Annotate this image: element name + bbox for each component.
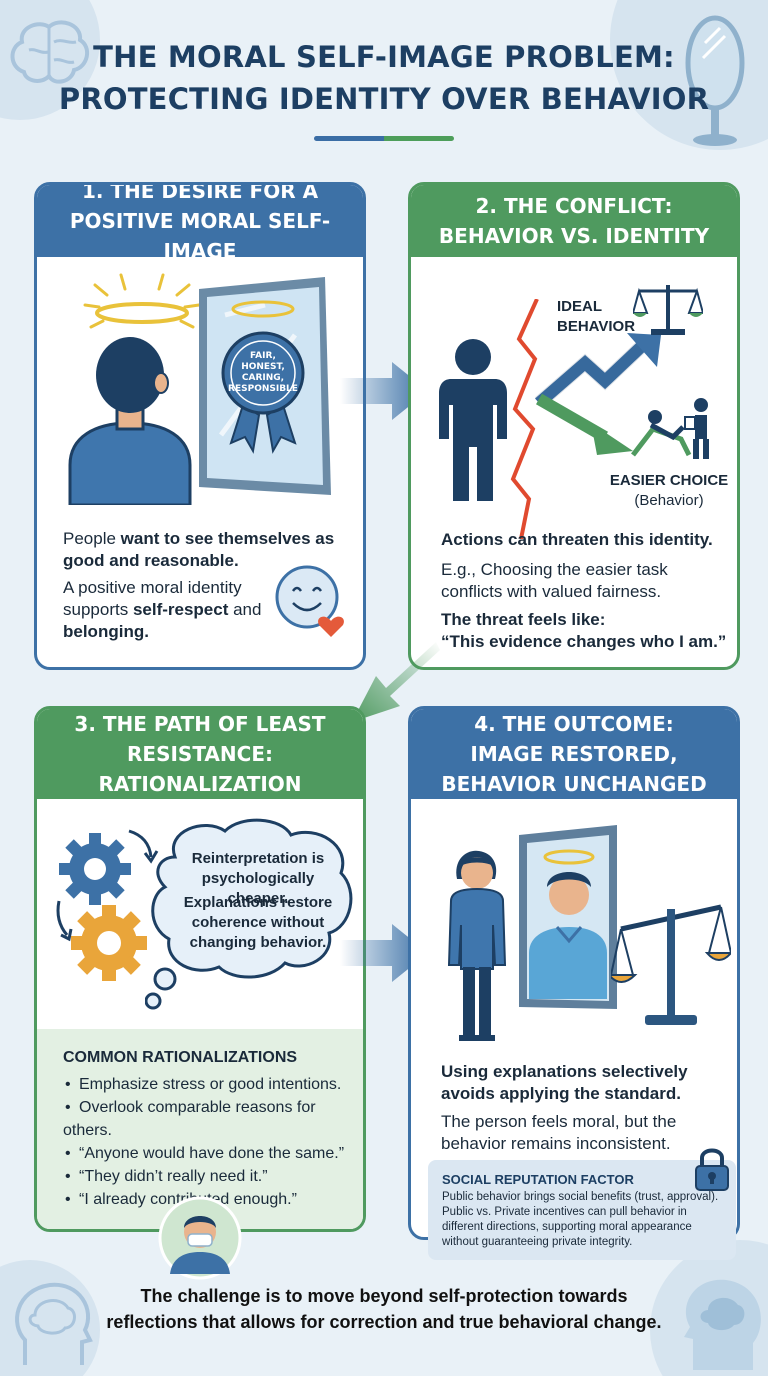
panel-outcome-heading-line2: IMAGE RESTORED, (470, 742, 678, 766)
ideal-behavior-arrow-icon (535, 333, 661, 409)
panel-conflict-heading: 2. THE CONFLICT: BEHAVIOR VS. IDENTITY (411, 185, 737, 257)
mirror-reflection-icon (519, 825, 617, 1009)
panel-desire-text-1a: People (63, 529, 121, 548)
social-reputation-text: Public behavior brings social benefits (… (442, 1191, 719, 1248)
panel-outcome-heading-line3: BEHAVIOR UNCHANGED (441, 772, 707, 796)
brain-icon (10, 20, 90, 84)
social-reputation-title: SOCIAL REPUTATION FACTOR (442, 1172, 634, 1187)
padlock-icon (695, 1148, 729, 1191)
panel-rationalization-heading-line3: RATIONALIZATION (98, 772, 302, 796)
panel-conflict-text-3-line2: “This evidence changes who I am.” (441, 632, 727, 651)
cloud-text-2: Explanations restore coherence without c… (183, 894, 333, 951)
gears-icon (56, 829, 159, 981)
list-item: Overlook comparable reasons for others. (63, 1096, 363, 1142)
panel-desire-text-2d: belonging. (63, 622, 149, 641)
head-brain-icon-right (684, 1279, 761, 1370)
footer-line1: The challenge is to move beyond self-pro… (140, 1286, 628, 1306)
standing-person-icon (447, 850, 507, 1041)
list-item: “Anyone would have done the same.” (63, 1142, 363, 1165)
panel-rationalization-heading-line2: RESISTANCE: (127, 742, 273, 766)
list-item: Emphasize stress or good intentions. (63, 1073, 363, 1096)
panel-desire-heading-line2: POSITIVE MORAL SELF-IMAGE (69, 209, 331, 263)
easier-choice-label: EASIER CHOICE (Behavior) (609, 471, 729, 511)
panel-desire-text-2c: and (228, 600, 262, 619)
panel-outcome-text-1: Using explanations selectively avoids ap… (441, 1062, 688, 1103)
head-brain-icon-left (15, 1282, 93, 1365)
rationalizations-list: Emphasize stress or good intentions. Ove… (63, 1073, 363, 1211)
badge-line-4: RESPONSIBLE (228, 384, 298, 394)
panel-desire-heading: 1. THE DESIRE FOR A POSITIVE MORAL SELF-… (37, 182, 363, 263)
ideal-behavior-label: IDEAL BEHAVIOR (557, 297, 635, 337)
badge-line-2: HONEST, (241, 362, 285, 372)
panel-rationalization-heading-line1: 3. THE PATH OF LEAST (74, 712, 326, 736)
list-item: “They didn’t really need it.” (63, 1165, 363, 1188)
hand-mirror-icon (685, 15, 745, 146)
arrow-panel2-to-panel3 (352, 642, 440, 722)
panel-conflict-heading-line2: BEHAVIOR VS. IDENTITY (438, 224, 710, 248)
halo-rays-icon (83, 273, 201, 329)
gold-balance-scale-icon (611, 904, 731, 1025)
easier-choice-label-line1: EASIER CHOICE (609, 472, 729, 489)
panel-conflict-heading-line1: 2. THE CONFLICT: (475, 194, 673, 218)
cloud-text-1: Reinterpretation is psychologically chea… (191, 850, 325, 907)
ideal-behavior-label-line2: BEHAVIOR (557, 318, 636, 335)
thought-cloud-icon (145, 818, 353, 1010)
panel-outcome-heading-line1: 4. THE OUTCOME: (474, 712, 674, 736)
badge-line-3: CARING, (241, 373, 285, 383)
social-reputation-box: SOCIAL REPUTATION FACTOR Public behavior… (428, 1160, 736, 1260)
panel-desire: 1. THE DESIRE FOR A POSITIVE MORAL SELF-… (34, 182, 366, 670)
page-title-line1: THE MORAL SELF-IMAGE PROBLEM: (93, 40, 675, 74)
panel-outcome-text-2: The person feels moral, but the behavior… (441, 1112, 677, 1153)
panel-rationalization-heading: 3. THE PATH OF LEAST RESISTANCE: RATIONA… (37, 709, 363, 799)
person-back-icon (68, 337, 192, 505)
panel-conflict-text-1: Actions can threaten this identity. (441, 530, 713, 549)
panel-conflict-text-3-line1: The threat feels like: (441, 610, 606, 629)
panel-conflict: 2. THE CONFLICT: BEHAVIOR VS. IDENTITY I… (408, 182, 740, 670)
smiley-heart-icon (275, 565, 344, 637)
panel-desire-text-2: A positive moral identity supports self-… (63, 577, 268, 643)
easier-choice-arrow-icon (536, 393, 633, 455)
panel-conflict-text-3: The threat feels like: “This evidence ch… (441, 609, 731, 653)
panel-desire-text-2b: self-respect (132, 600, 229, 619)
badge-text: FAIR, HONEST, CARING, RESPONSIBLE (223, 351, 303, 395)
mirror-with-badge-icon (199, 277, 331, 495)
lightning-crack-icon (510, 299, 539, 539)
title-underline (314, 136, 454, 141)
panel-desire-text-1: People want to see themselves as good an… (63, 528, 343, 572)
panel-desire-text-2a: A positive moral identity supports (63, 578, 242, 619)
page-title-line2: PROTECTING IDENTITY OVER BEHAVIOR (58, 82, 710, 116)
badge-line-1: FAIR, (250, 351, 276, 361)
footer-line2: reflections that allows for correction a… (106, 1312, 662, 1332)
arrow-panel1-to-panel2 (340, 362, 428, 420)
panel-desire-text-1b: want to see themselves as good and reaso… (63, 529, 335, 570)
arrow-panel3-to-panel4 (340, 924, 428, 982)
panel-conflict-text-2: E.g., Choosing the easier task conflicts… (441, 560, 668, 601)
panel-outcome: 4. THE OUTCOME: IMAGE RESTORED, BEHAVIOR… (408, 706, 740, 1240)
panel-desire-heading-line1: 1. THE DESIRE FOR A (81, 182, 319, 203)
ideal-behavior-label-line1: IDEAL (557, 298, 602, 315)
person-silhouette-icon (439, 339, 507, 501)
relaxing-person-icon (631, 398, 709, 459)
easier-choice-label-line2: (Behavior) (634, 492, 704, 509)
balance-scale-icon (633, 285, 703, 335)
panel-rationalization: 3. THE PATH OF LEAST RESISTANCE: RATIONA… (34, 706, 366, 1232)
rationalizations-title: COMMON RATIONALIZATIONS (63, 1049, 298, 1066)
masked-person-avatar (158, 1196, 242, 1280)
panel-outcome-heading: 4. THE OUTCOME: IMAGE RESTORED, BEHAVIOR… (411, 709, 737, 799)
